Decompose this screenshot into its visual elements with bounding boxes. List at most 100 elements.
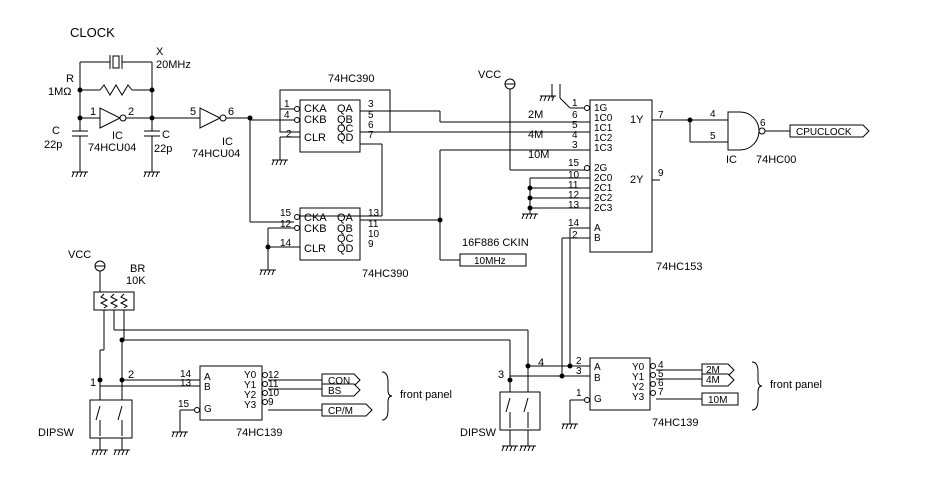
decoder-74hc139-1: A B G Y0 Y1 Y2 Y3 14 13 15 12 11 10 9 74… bbox=[100, 365, 452, 439]
counter-74hc390-b: CKA CKB CLR QA QB QC QD 15 12 14 13 11 1… bbox=[280, 207, 408, 280]
dec1-out-bs: BS bbox=[328, 386, 342, 397]
dipsw-2-label: DIPSW bbox=[460, 427, 497, 439]
dec2-pin-y0: Y0 bbox=[632, 362, 645, 373]
inv1-pin1: 1 bbox=[90, 106, 96, 118]
dec1-pin-g: G bbox=[204, 404, 212, 415]
dec2-num-2: 2 bbox=[576, 356, 582, 367]
dec2-num-6: 6 bbox=[658, 378, 664, 389]
mux-2c-tie bbox=[521, 177, 590, 220]
resistor-value: 1MΩ bbox=[48, 86, 72, 98]
mux-num-14: 14 bbox=[568, 218, 580, 229]
crystal-ref: X bbox=[156, 46, 164, 58]
mux-74hc153: 1G 1C0 1C1 1C2 1C3 2G 2C0 2C1 2C2 2C3 A … bbox=[568, 98, 702, 273]
dec2-pin-g: G bbox=[594, 394, 602, 405]
mux-1g-ground bbox=[539, 84, 584, 109]
u390b-pin12: 12 bbox=[280, 219, 292, 230]
mux-pin-2g: 2G bbox=[594, 163, 608, 174]
u390b-ckb: CKB bbox=[304, 223, 327, 235]
dipsw-1-label: DIPSW bbox=[38, 427, 75, 439]
cpuclock-connector bbox=[789, 124, 870, 138]
mux-part: 74HC153 bbox=[656, 261, 702, 273]
u390b-clr: CLR bbox=[304, 243, 326, 255]
mux-num-10: 10 bbox=[568, 170, 580, 181]
dec1-num-10: 10 bbox=[268, 388, 280, 399]
vcc-mux: VCC bbox=[478, 69, 590, 171]
vcc-mux-label: VCC bbox=[478, 69, 501, 81]
dip2-num4: 4 bbox=[538, 357, 544, 369]
ckin-value: 10MHz bbox=[474, 256, 506, 267]
dec2-pin-b: B bbox=[594, 373, 601, 384]
inv2-part: 74HCU04 bbox=[192, 148, 240, 160]
inv1-pin2: 2 bbox=[128, 106, 134, 118]
mux-num-9: 9 bbox=[658, 168, 664, 179]
u390b-qa: QA bbox=[337, 212, 354, 224]
dec1-num-14: 14 bbox=[180, 369, 192, 380]
nand-part: 74HC00 bbox=[756, 154, 796, 166]
inverter-2-symbol bbox=[199, 107, 222, 129]
dec2-num-5: 5 bbox=[658, 369, 664, 380]
u390a-pin1: 1 bbox=[284, 99, 290, 110]
u390b-cka: CKA bbox=[304, 212, 327, 224]
dec2-pin-a: A bbox=[594, 362, 601, 373]
nand-gate-symbol bbox=[727, 111, 760, 151]
mux-num-11: 11 bbox=[568, 180, 579, 191]
inverter-1-symbol bbox=[99, 107, 122, 129]
mux-num-1: 1 bbox=[572, 98, 578, 109]
decoder-74hc139-2: A B G Y0 Y1 Y2 Y3 2 3 1 4 5 6 7 74HC139 … bbox=[510, 356, 822, 430]
nand-pin5: 5 bbox=[710, 131, 716, 142]
br-routing bbox=[99, 320, 529, 400]
mux-pin-a: A bbox=[594, 223, 601, 234]
mux-pin-b: B bbox=[594, 233, 601, 244]
crystal-value: 20MHz bbox=[156, 59, 191, 71]
dec1-num-13: 13 bbox=[180, 378, 192, 389]
mux-pin-1c2: 1C2 bbox=[594, 133, 613, 144]
u390a-pin2: 2 bbox=[286, 129, 292, 140]
u390a-ckb: CKB bbox=[304, 114, 327, 126]
dipsw-2: 3 4 DIPSW bbox=[460, 357, 590, 452]
dipsw-1: 1 2 DIPSW bbox=[38, 337, 134, 456]
ground-symbol bbox=[71, 171, 88, 178]
dec1-num-15: 15 bbox=[178, 399, 190, 410]
nand-pin6: 6 bbox=[760, 118, 766, 129]
counter-74hc390-a: 74HC390 CKA CKB CLR QA QB QC QD 1 4 2 3 … bbox=[279, 73, 391, 153]
mux-pin-1g: 1G bbox=[594, 103, 608, 114]
cpuclock-label: CPUCLOCK bbox=[796, 127, 852, 138]
u390a-qc: QC bbox=[337, 123, 354, 135]
dec1-pin-b: B bbox=[204, 382, 211, 393]
mux-pin-2c1: 2C1 bbox=[594, 183, 613, 194]
dec2-out-10m: 10M bbox=[708, 395, 727, 406]
dec1-out-con: CON bbox=[328, 376, 350, 387]
dec1-num-11: 11 bbox=[268, 379, 279, 390]
dec1-num-12: 12 bbox=[268, 370, 280, 381]
inv1-ic-label: IC bbox=[112, 130, 123, 142]
dec2-num-3: 3 bbox=[576, 366, 582, 377]
mux-num-12: 12 bbox=[568, 190, 580, 201]
crystal-x bbox=[80, 55, 152, 69]
u390b-pin11: 11 bbox=[368, 219, 379, 230]
c2-value: 22p bbox=[154, 143, 172, 155]
dec1-pin-a: A bbox=[204, 372, 211, 383]
ground-symbol bbox=[143, 171, 160, 178]
dip1-num1: 1 bbox=[90, 377, 96, 389]
u390a-pin4: 4 bbox=[284, 110, 290, 121]
bs-connector bbox=[321, 383, 361, 397]
mux-num-5: 5 bbox=[572, 120, 578, 131]
resistor-ref: R bbox=[66, 73, 74, 85]
mux-num-4: 4 bbox=[572, 130, 578, 141]
mux-pin-2c3: 2C3 bbox=[594, 203, 613, 214]
inv2-ic-label: IC bbox=[222, 136, 233, 148]
ckin-connector bbox=[459, 253, 527, 267]
u390a-pin5: 5 bbox=[368, 110, 374, 121]
mux-num-13: 13 bbox=[568, 200, 580, 211]
dec1-pin-y1: Y1 bbox=[244, 380, 257, 391]
u390b-qd: QD bbox=[337, 243, 354, 255]
dec1-out-cpm: CP/M bbox=[328, 406, 353, 417]
u390b-pin10: 10 bbox=[368, 229, 380, 240]
dec1-num-9: 9 bbox=[268, 397, 274, 408]
u390a-pin6: 6 bbox=[368, 120, 374, 131]
dec2-part: 74HC139 bbox=[652, 417, 698, 429]
mux-pin-2c2: 2C2 bbox=[594, 193, 613, 204]
u390a-cka: CKA bbox=[304, 103, 327, 115]
capacitor-c1 bbox=[72, 130, 88, 172]
